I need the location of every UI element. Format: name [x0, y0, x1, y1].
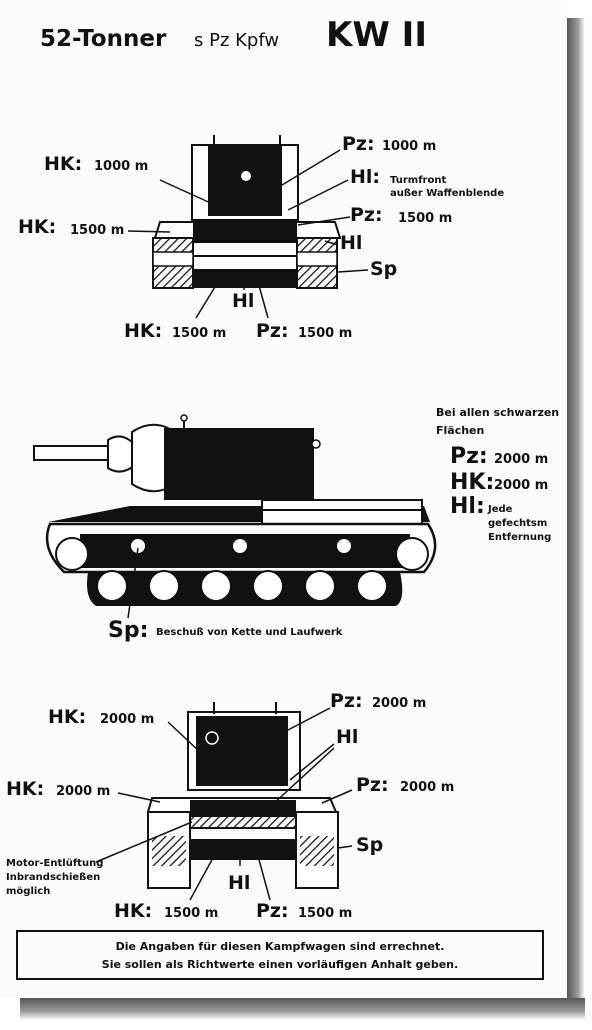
front-pz-hull-dist: 1500 m	[398, 211, 453, 226]
rear-pz-hull-dist: 2000 m	[400, 780, 455, 795]
page-shadow-right	[567, 18, 585, 1003]
front-hl-center-label: Hl	[232, 290, 255, 312]
front-pz-hull-label: Pz:	[350, 204, 383, 226]
rear-hk-hull-label: HK:	[6, 778, 45, 800]
title-model: KW II	[326, 15, 427, 55]
front-hl-side-label: Hl	[340, 232, 363, 254]
rear-hk-lower-dist: 1500 m	[164, 906, 219, 921]
rear-pz-lower-dist: 1500 m	[298, 906, 353, 921]
side-hl-label: Hl:	[450, 494, 485, 519]
front-view-drawing	[127, 135, 369, 319]
front-pz-turret-dist: 1000 m	[382, 139, 437, 154]
side-hl-note-2: gefechtsm	[488, 518, 548, 529]
rear-hl-center-label: Hl	[228, 872, 251, 894]
side-hl-note-1: Jede	[488, 504, 513, 515]
side-hl-note-3: Entfernung	[488, 532, 552, 543]
tank-drawings	[33, 135, 437, 901]
title-type: s Pz Kpfw	[194, 30, 280, 51]
rear-hk-turret-dist: 2000 m	[100, 712, 155, 727]
rear-view-drawing	[95, 702, 353, 901]
front-hk-turret-label: HK:	[44, 153, 83, 175]
front-pz-lower-dist: 1500 m	[298, 326, 353, 341]
front-hl-note-1: Turmfront	[390, 175, 447, 186]
rear-sp-label: Sp	[356, 834, 384, 856]
rear-pz-turret-dist: 2000 m	[372, 696, 427, 711]
front-hk-lower-label: HK:	[124, 320, 163, 342]
page-shadow-bottom	[20, 998, 585, 1020]
front-hk-hull-label: HK:	[18, 216, 57, 238]
side-note-2: Flächen	[436, 424, 485, 437]
front-hk-hull-dist: 1500 m	[70, 223, 125, 238]
front-pz-lower-label: Pz:	[256, 320, 289, 342]
side-hk-dist: 2000 m	[494, 478, 549, 493]
side-view-drawing	[33, 414, 437, 619]
front-hk-turret-dist: 1000 m	[94, 159, 149, 174]
footer-line-1: Die Angaben für diesen Kampfwagen sind e…	[115, 940, 445, 953]
rear-hl-label: Hl	[336, 726, 359, 748]
rear-hk-hull-dist: 2000 m	[56, 784, 111, 799]
rear-hk-turret-label: HK:	[48, 706, 87, 728]
rear-motor-note-3: möglich	[6, 886, 51, 897]
side-hk-label: HK:	[450, 470, 495, 495]
side-pz-label: Pz:	[450, 444, 488, 469]
rear-hk-lower-label: HK:	[114, 900, 153, 922]
rear-pz-hull-label: Pz:	[356, 774, 389, 796]
rear-motor-note-2: Inbrandschießen	[6, 872, 101, 883]
side-note-1: Bei allen schwarzen	[436, 406, 560, 419]
front-hl-note-2: außer Waffenblende	[390, 188, 505, 199]
recognition-sheet: 52-Tonner s Pz Kpfw KW II	[6, 15, 560, 980]
front-hl-turret-label: Hl:	[350, 166, 381, 188]
footer-line-2: Sie sollen als Richtwerte einen vorläufi…	[101, 958, 459, 971]
rear-pz-lower-label: Pz:	[256, 900, 289, 922]
rear-pz-turret-label: Pz:	[330, 690, 363, 712]
title-tonner: 52-Tonner	[40, 26, 167, 52]
front-hk-lower-dist: 1500 m	[172, 326, 227, 341]
front-pz-turret-label: Pz:	[342, 133, 375, 155]
side-pz-dist: 2000 m	[494, 452, 549, 467]
rear-motor-note-1: Motor-Entlüftung	[6, 858, 104, 869]
front-sp-label: Sp	[370, 258, 398, 280]
side-sp-text: Beschuß von Kette und Laufwerk	[156, 627, 343, 638]
footer-note-box: Die Angaben für diesen Kampfwagen sind e…	[16, 930, 544, 980]
side-sp-label: Sp:	[108, 618, 149, 643]
